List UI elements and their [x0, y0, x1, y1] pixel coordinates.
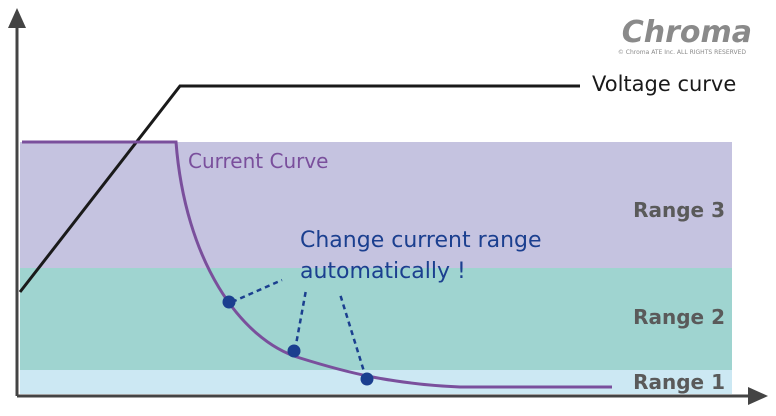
range2-band: [20, 268, 732, 370]
voltage-curve: [18, 84, 580, 293]
range-change-point-3: [360, 372, 374, 386]
leader-to-point-3: [338, 293, 368, 379]
range-change-point-1: [222, 295, 236, 309]
voltage-curve-label: Voltage curve: [592, 72, 736, 96]
logo-tagline: © Chroma ATE Inc. ALL RIGHTS RESERVED: [618, 49, 746, 56]
current-curve-label: Current Curve: [188, 149, 328, 173]
range-change-point-2: [287, 344, 301, 358]
range3-label: Range 3: [633, 198, 725, 222]
range1-label: Range 1: [633, 370, 725, 394]
leader-to-point-2: [293, 289, 308, 351]
annotation-line-2: automatically !: [300, 259, 466, 284]
chroma-logo: Chroma: [622, 15, 752, 50]
range3-band: [20, 142, 732, 268]
leader-to-point-1: [231, 278, 283, 304]
range2-label: Range 2: [633, 305, 725, 329]
range1-band: [20, 370, 732, 394]
y-axis-arrow: [8, 8, 26, 28]
x-axis-arrow: [748, 387, 768, 405]
annotation-line-1: Change current range: [300, 228, 542, 253]
